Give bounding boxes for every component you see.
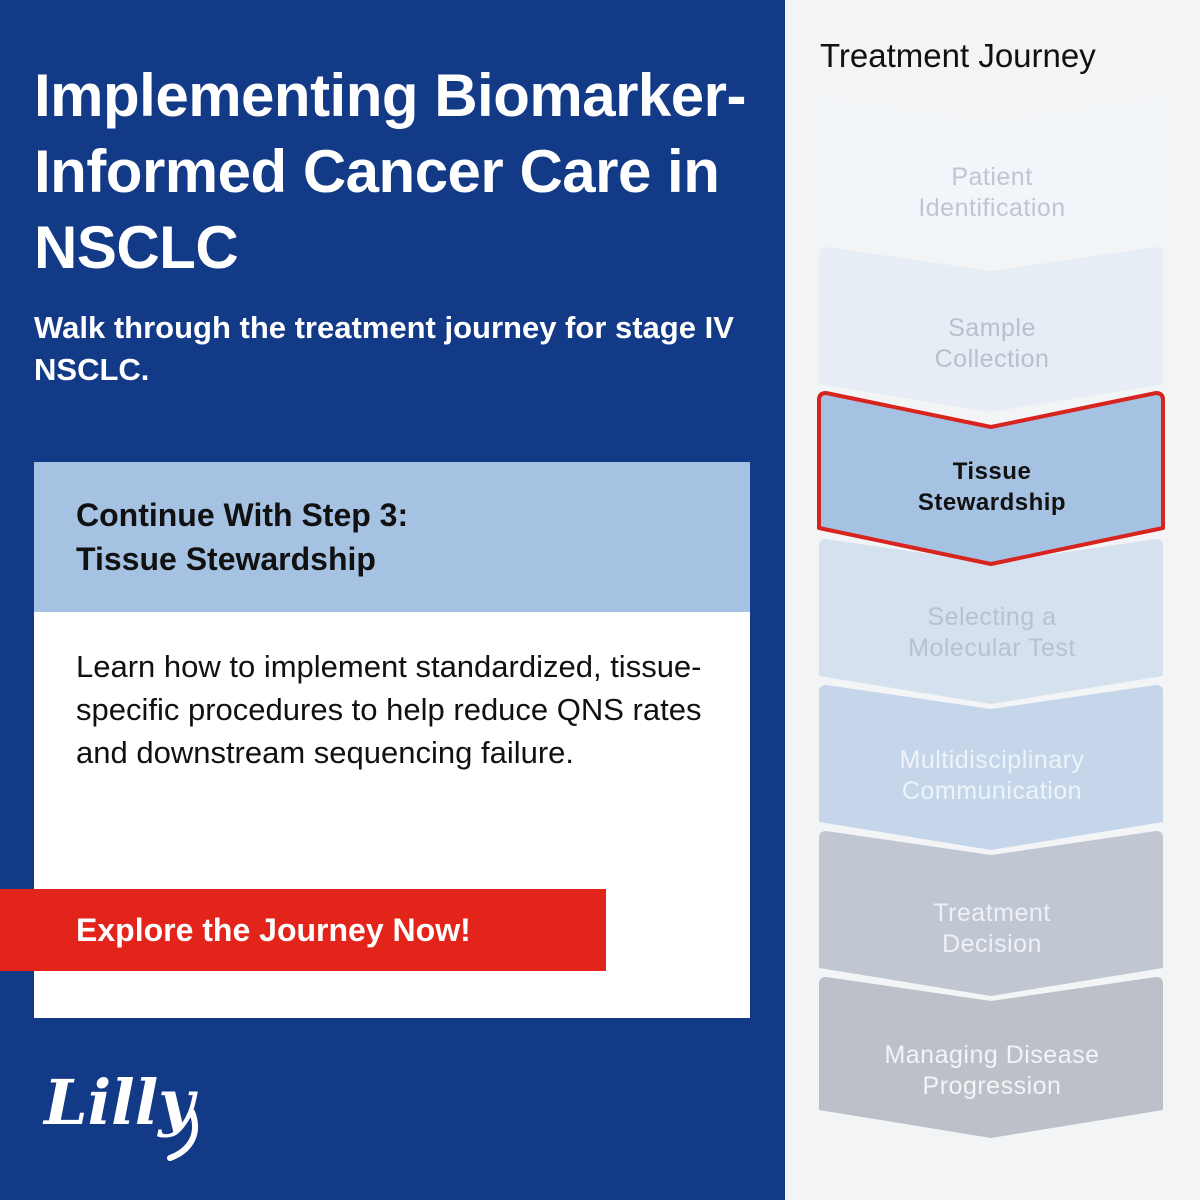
journey-step-7-label: Managing Disease Progression <box>830 1040 1154 1102</box>
explore-journey-label: Explore the Journey Now! <box>76 912 471 948</box>
step-card: Continue With Step 3: Tissue Stewardship… <box>34 462 750 1018</box>
journey-step-1-chevron[interactable] <box>819 101 1163 266</box>
journey-step-5-line1: Multidisciplinary <box>899 746 1085 774</box>
step-card-header: Continue With Step 3: Tissue Stewardship <box>34 462 750 612</box>
step-card-title-line2: Tissue Stewardship <box>76 541 376 577</box>
step-card-title: Continue With Step 3: Tissue Stewardship <box>76 493 716 581</box>
journey-step-4-chevron[interactable] <box>819 539 1163 704</box>
journey-step-1-label: Patient Identification <box>830 162 1154 224</box>
journey-step-3-line1: Tissue <box>952 458 1032 485</box>
journey-step-6-label: Treatment Decision <box>830 898 1154 960</box>
journey-step-2-label: Sample Collection <box>830 313 1154 375</box>
journey-step-3-chevron[interactable] <box>817 391 1165 566</box>
journey-step-1-line1: Patient <box>951 163 1033 191</box>
journey-step-6-line2: Decision <box>942 930 1042 958</box>
journey-step-7-line1: Managing Disease <box>884 1041 1100 1069</box>
journey-step-2-chevron[interactable] <box>819 247 1163 412</box>
journey-step-3-line2: Stewardship <box>917 489 1067 516</box>
step-card-body: Learn how to implement standardized, tis… <box>76 649 702 770</box>
journey-step-2-line1: Sample <box>948 314 1036 342</box>
lilly-logo: Lilly <box>42 1066 198 1161</box>
journey-step-6-line1: Treatment <box>933 899 1051 927</box>
left-panel: Implementing Biomarker-Informed Cancer C… <box>0 0 785 1200</box>
journey-step-7-chevron[interactable] <box>819 977 1163 1138</box>
step-card-title-line1: Continue With Step 3: <box>76 497 409 533</box>
journey-step-4-line1: Selecting a <box>927 603 1057 631</box>
journey-step-4-label: Selecting a Molecular Test <box>830 602 1154 664</box>
lilly-logo-text: Lilly <box>42 1066 198 1139</box>
journey-step-5-label: Multidisciplinary Communication <box>830 745 1154 807</box>
journey-step-5-line2: Communication <box>901 777 1083 805</box>
headline: Implementing Biomarker-Informed Cancer C… <box>34 62 747 281</box>
journey-title: Treatment Journey <box>820 37 1096 74</box>
journey-step-5-chevron[interactable] <box>819 685 1163 850</box>
subhead: Walk through the treatment journey for s… <box>34 310 734 387</box>
journey-step-7-line2: Progression <box>922 1072 1062 1100</box>
journey-step-3-label: Tissue Stewardship <box>830 456 1154 518</box>
journey-step-6-chevron[interactable] <box>819 831 1163 996</box>
explore-journey-button[interactable]: Explore the Journey Now! <box>0 889 606 971</box>
journey-step-2-line2: Collection <box>934 345 1050 373</box>
journey-step-4-line2: Molecular Test <box>908 634 1076 662</box>
journey-step-1-line2: Identification <box>918 194 1066 222</box>
lilly-logo-swash <box>167 1109 198 1161</box>
